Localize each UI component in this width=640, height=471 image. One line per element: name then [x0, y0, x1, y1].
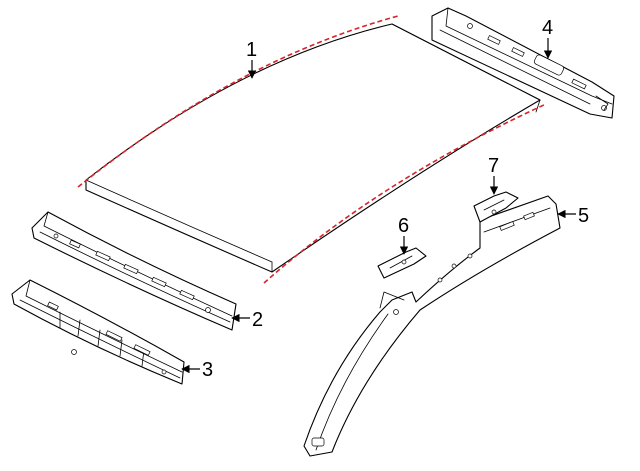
- rear-header-panel[interactable]: [431, 7, 615, 119]
- front-header-panel[interactable]: [31, 211, 237, 331]
- callout-5: 5: [557, 205, 589, 227]
- callout-1-label: 1: [246, 39, 257, 61]
- callout-5-label: 5: [578, 205, 589, 227]
- callout-6-label: 6: [398, 215, 409, 237]
- callout-7-label: 7: [488, 155, 499, 177]
- roof-panel-highlight-outline-lower: [263, 103, 547, 284]
- callout-3-label: 3: [202, 359, 213, 381]
- roof-panel[interactable]: [77, 15, 547, 284]
- callout-2-label: 2: [252, 309, 263, 331]
- callout-3: 3: [181, 359, 213, 381]
- bracket-part-6[interactable]: [377, 247, 427, 279]
- callout-7: 7: [488, 155, 499, 195]
- callout-2: 2: [231, 309, 263, 331]
- callout-4: 4: [542, 17, 553, 59]
- callout-6: 6: [398, 215, 409, 255]
- side-rail[interactable]: [303, 195, 561, 457]
- callout-1: 1: [246, 39, 257, 79]
- bracket-part-7[interactable]: [473, 191, 519, 223]
- roof-panel-highlight-outline: [77, 15, 399, 188]
- callout-4-label: 4: [542, 17, 553, 39]
